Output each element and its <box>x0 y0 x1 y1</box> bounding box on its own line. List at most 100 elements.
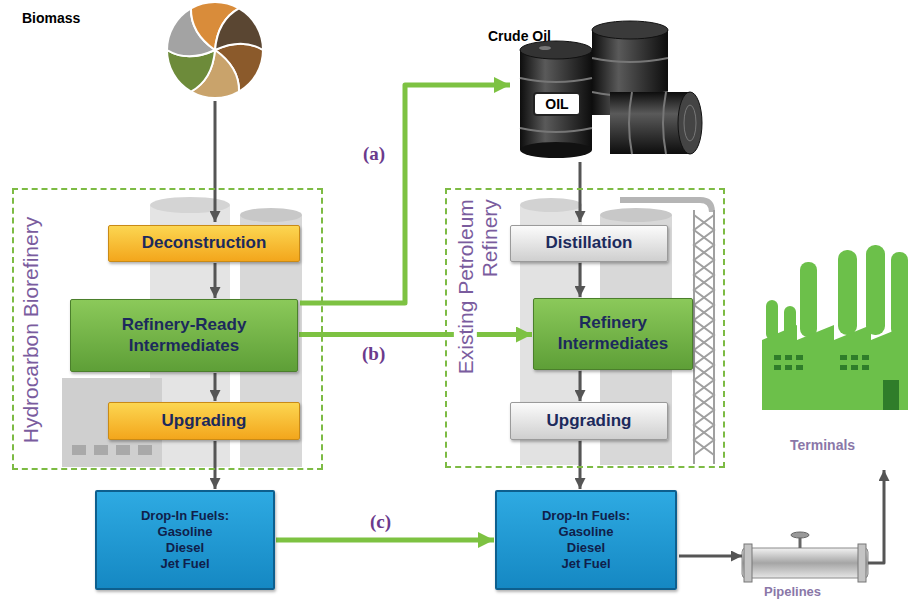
terminal-factory <box>774 355 781 360</box>
pipeline-picture <box>744 544 752 582</box>
oil-barrels <box>520 78 592 132</box>
plant-background <box>240 208 302 222</box>
plant-background <box>72 445 86 455</box>
box-text: Upgrading <box>547 411 632 432</box>
terminal-factory <box>774 365 781 370</box>
oil-barrels <box>684 105 696 141</box>
biorefinery-region: Hydrocarbon Biorefinery DeconstructionRef… <box>12 188 323 470</box>
refinery-background <box>520 198 712 465</box>
pipeline-picture <box>742 532 868 582</box>
oil-barrels <box>520 142 592 158</box>
picture-label-holder: Pipelines <box>764 585 821 600</box>
fuel-text: Jet Fuel <box>561 556 610 572</box>
edge-label-holder: (b) <box>362 343 385 365</box>
terminal-factory <box>883 380 899 410</box>
process-box: Upgrading <box>108 402 300 440</box>
heading-holder: Existing Petroleum Refinery <box>454 199 502 431</box>
fuel-text: Gasoline <box>559 524 614 540</box>
flow-arrow <box>579 263 582 297</box>
picture-label-holder: Terminals <box>790 437 855 453</box>
fuel-text: Gasoline <box>158 524 213 540</box>
oil-barrels <box>539 46 551 50</box>
terminal-factory <box>840 355 847 360</box>
oil-barrels <box>592 58 668 96</box>
oil-barrels <box>678 92 702 154</box>
terminal-factory <box>785 365 792 370</box>
picture-label: Pipelines <box>764 585 821 600</box>
picture-label: Terminals <box>790 437 855 453</box>
oil-barrels <box>629 92 666 154</box>
heading-holder: Hydrocarbon Biorefinery <box>19 195 43 465</box>
biomass-picture <box>215 8 263 50</box>
refinery-background <box>620 200 712 212</box>
terminal-factory <box>851 365 858 370</box>
fuel-text: Diesel <box>166 540 204 556</box>
plant-background <box>116 445 130 455</box>
picture-label-holder: Biomass <box>22 10 80 26</box>
picture-label: Crude Oil <box>488 28 551 44</box>
picture-label: Biomass <box>22 10 80 26</box>
distillation-tower <box>694 215 714 455</box>
distillation-tower <box>694 215 714 455</box>
flow-arrow <box>214 263 217 298</box>
refinery-region: Existing Petroleum Refinery DistillationR… <box>445 188 725 468</box>
intermediate-box: Refinery Intermediates <box>533 298 693 370</box>
edge-label-holder: (c) <box>370 511 391 533</box>
pipeline-picture <box>791 532 809 538</box>
path-letter: (b) <box>362 343 385 365</box>
terminal-factory <box>762 325 908 410</box>
intermediate-box: Refinery-Ready Intermediates <box>70 299 298 372</box>
oil-barrels <box>520 50 592 150</box>
flow-arrow <box>214 373 217 401</box>
flow-arrow <box>579 441 582 489</box>
fuel-box: Drop-In Fuels:GasolineDieselJet Fuel <box>95 490 275 590</box>
path-letter-holder: (a) <box>363 143 385 165</box>
box-text: Refinery Intermediates <box>542 313 684 354</box>
fuel-text: Drop-In Fuels: <box>141 508 229 524</box>
region-heading: Existing Petroleum Refinery <box>454 199 501 374</box>
plant-background <box>94 445 108 455</box>
terminal-factory <box>862 355 869 360</box>
flow-arrow <box>679 555 742 558</box>
terminal-factory <box>851 355 858 360</box>
process-box: Deconstruction <box>108 225 300 262</box>
box-text: Refinery-Ready Intermediates <box>79 315 289 356</box>
terminal-factory <box>785 355 792 360</box>
terminal-factory <box>838 250 857 335</box>
flow-arrow <box>579 162 582 222</box>
terminal-factory <box>762 245 908 410</box>
terminal-factory <box>796 365 803 370</box>
terminal-factory <box>866 245 885 335</box>
box-text: Distillation <box>546 233 633 254</box>
terminal-factory <box>796 355 803 360</box>
box-text: Deconstruction <box>142 233 267 254</box>
fuel-text: Diesel <box>567 540 605 556</box>
region-heading: Hydrocarbon Biorefinery <box>19 217 42 443</box>
refinery-background <box>520 198 582 212</box>
oil-barrels <box>592 21 668 39</box>
picture-label-holder: Crude Oil <box>488 28 551 44</box>
flow-arrow <box>579 371 582 401</box>
distillation-tower <box>694 210 714 464</box>
terminal-factory <box>862 365 869 370</box>
process-box: Distillation <box>510 225 668 262</box>
flow-arrow <box>214 441 217 489</box>
terminal-factory <box>840 365 847 370</box>
refinery-background <box>600 208 672 222</box>
path-letter: (a) <box>363 143 385 165</box>
path-letter: (c) <box>370 511 391 533</box>
process-box: Upgrading <box>510 402 668 440</box>
biomass-picture <box>167 2 263 98</box>
pipeline-picture <box>858 544 866 582</box>
plant-background <box>62 197 302 467</box>
barrel-tag: OIL <box>545 96 568 112</box>
fuel-text: Drop-In Fuels: <box>542 508 630 524</box>
box-text: Upgrading <box>162 411 247 432</box>
barrel-tag-holder: OIL <box>533 92 581 116</box>
pipeline-picture <box>799 537 802 548</box>
terminal-factory <box>774 355 899 410</box>
fuel-box: Drop-In Fuels:GasolineDieselJet Fuel <box>495 490 677 590</box>
plant-background <box>138 445 152 455</box>
flow-arrow <box>214 101 217 222</box>
